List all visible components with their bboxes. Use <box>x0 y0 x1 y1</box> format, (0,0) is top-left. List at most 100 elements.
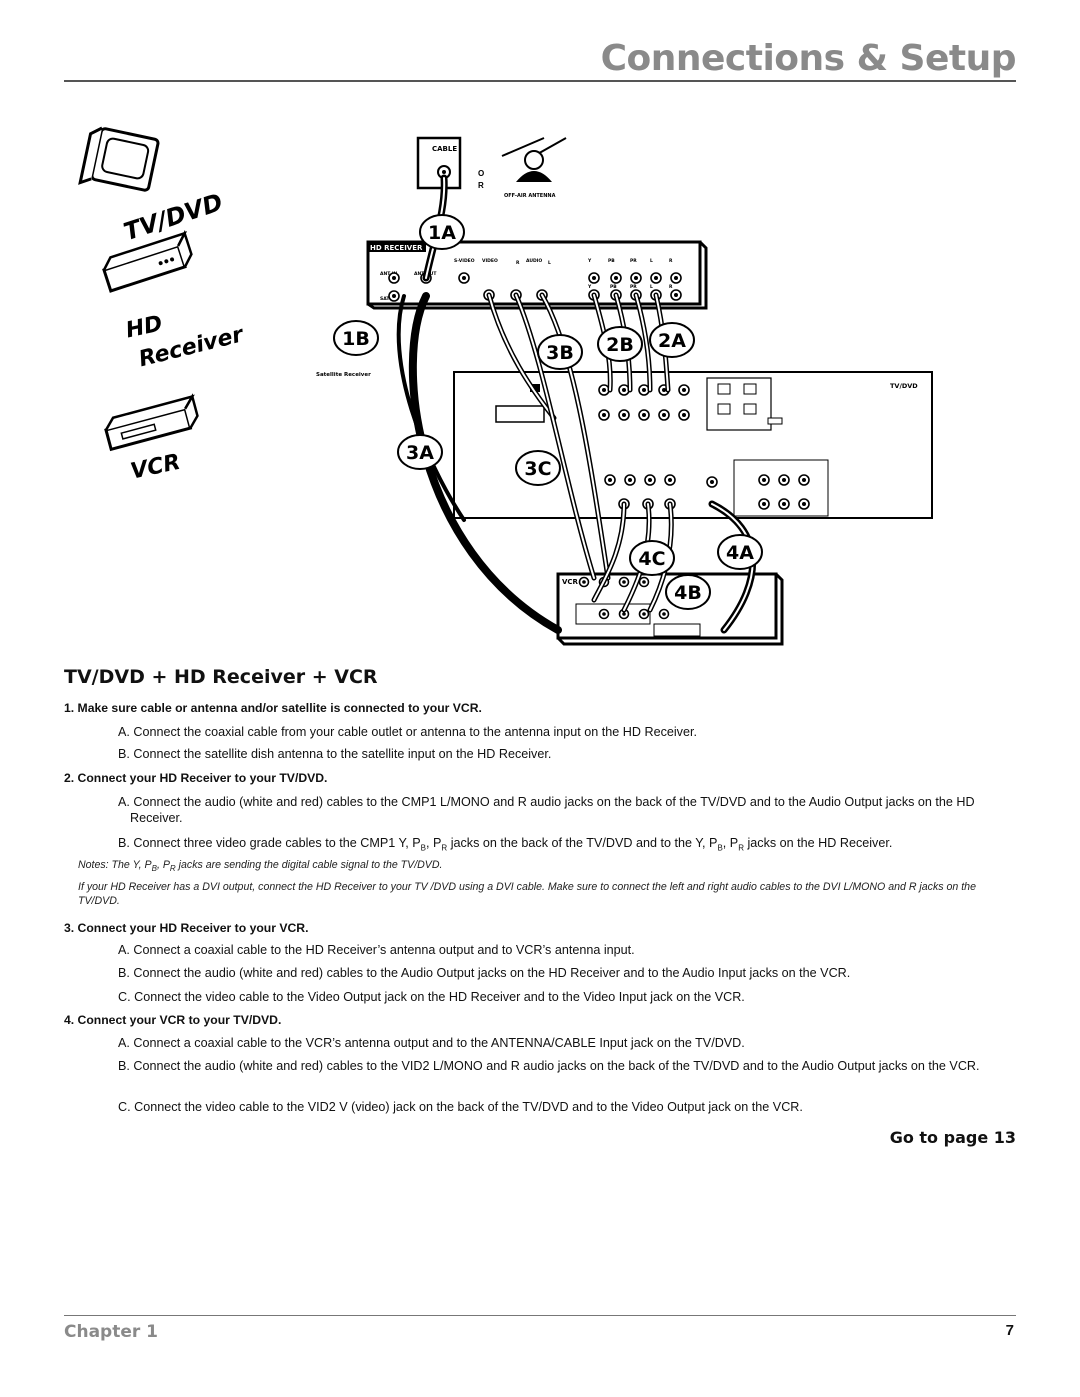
hd-jack-label-17: R <box>669 284 673 290</box>
callout-label: 4B <box>674 582 702 604</box>
hd-jack-7 <box>588 272 600 284</box>
tv-jack-5 <box>598 409 610 421</box>
satellite-label: Satellite Receiver <box>316 372 371 378</box>
vcr-jack-6 <box>638 608 650 620</box>
vcr-jack-4 <box>598 608 610 620</box>
tv-jack-11 <box>624 474 636 486</box>
hd-receiver-panel-label: HD RECEIVER <box>370 244 423 252</box>
tv-jack-12 <box>644 474 656 486</box>
page-title: Connections & Setup <box>600 38 1017 79</box>
callout-2b: 2B <box>597 326 643 362</box>
hd-jack-8 <box>610 272 622 284</box>
vcr-device-label: VCR <box>128 450 182 485</box>
step-1-heading: 1. Make sure cable or antenna and/or sat… <box>64 701 482 715</box>
or-label-r: R <box>478 181 484 190</box>
section-title: TV/DVD + HD Receiver + VCR <box>64 666 378 688</box>
tv-jack-20 <box>798 474 810 486</box>
hd-jack-label-12: R <box>669 258 673 264</box>
tv-jack-19 <box>778 474 790 486</box>
step-4c: C. Connect the video cable to the VID2 V… <box>118 1100 803 1114</box>
hd-jack-9 <box>630 272 642 284</box>
antenna-label: OFF-AIR ANTENNA <box>504 193 556 199</box>
hd-jack-0 <box>388 272 400 284</box>
hd-jack-label-8: Y <box>587 258 592 264</box>
tv-jack-6 <box>618 409 630 421</box>
vcr-jack-2 <box>618 576 630 588</box>
callout-4a: 4A <box>717 534 763 570</box>
hd-jack-10 <box>650 272 662 284</box>
step-2a: A. Connect the audio (white and red) cab… <box>118 795 975 825</box>
callout-4b: 4B <box>665 574 711 610</box>
callout-label: 4C <box>638 548 665 570</box>
hd-jack-16 <box>670 289 682 301</box>
tv-jack-13 <box>664 474 676 486</box>
step-2b: B. Connect three video grade cables to t… <box>118 836 893 853</box>
tv-jack-4 <box>678 384 690 396</box>
hd-jack-label-2: SAT IN <box>380 296 397 302</box>
callout-label: 1B <box>342 328 370 350</box>
note-1: Notes: The Y, PB, PR jacks are sending t… <box>78 859 443 874</box>
vcr-panel-label: VCR <box>562 578 579 586</box>
hd-jack-3 <box>458 272 470 284</box>
footer-divider <box>64 1315 1016 1316</box>
tv-jack-17 <box>706 476 718 488</box>
or-label-o: O <box>478 169 484 178</box>
callout-3c: 3C <box>515 450 561 486</box>
hd-jack-label-3: S-VIDEO <box>454 258 475 264</box>
hd-jack-label-11: L <box>650 258 653 264</box>
hd-jack-label-9: PB <box>608 258 615 264</box>
vcr-jack-0 <box>578 576 590 588</box>
step-3a: A. Connect a coaxial cable to the HD Rec… <box>118 943 635 957</box>
callout-3b: 3B <box>537 334 583 370</box>
tv-jack-22 <box>778 498 790 510</box>
tv-jack-10 <box>604 474 616 486</box>
hd-jack-label-14: PB <box>610 284 617 290</box>
tv-jack-21 <box>758 498 770 510</box>
tvdvd-panel: TV/DVD <box>453 371 933 519</box>
callout-1a: 1A <box>419 214 465 250</box>
vcr-jack-7 <box>658 608 670 620</box>
header-divider <box>64 80 1016 82</box>
tv-jack-2 <box>638 384 650 396</box>
hd-jack-label-16: L <box>650 284 653 290</box>
step-3-heading: 3. Connect your HD Receiver to your VCR. <box>64 921 309 935</box>
hd-jack-label-0: ANT IN <box>380 271 398 277</box>
step-3c: C. Connect the video cable to the Video … <box>118 990 745 1004</box>
tvdvd-panel-label: TV/DVD <box>890 382 918 390</box>
vcr-jack-3 <box>638 576 650 588</box>
hd-jack-label-15: PR <box>630 284 637 290</box>
step-4-heading: 4. Connect your VCR to your TV/DVD. <box>64 1013 282 1027</box>
page-number: 7 <box>1005 1322 1014 1339</box>
hd-jack-label-10: PR <box>630 258 637 264</box>
note-2: If your HD Receiver has a DVI output, co… <box>78 881 976 907</box>
callout-1b: 1B <box>333 320 379 356</box>
callout-2a: 2A <box>649 322 695 358</box>
callout-label: 3A <box>406 442 434 464</box>
step-1b: B. Connect the satellite dish antenna to… <box>118 747 552 761</box>
tv-icon <box>78 126 160 192</box>
tv-jack-23 <box>798 498 810 510</box>
hd-device-label-1: HD <box>124 311 165 343</box>
step-4b: B. Connect the audio (white and red) cab… <box>118 1059 980 1073</box>
callout-bubbles: 1A 1B 2A 2B 3A 3B 3C 4A 4B 4C <box>333 214 763 610</box>
hd-jack-label-6: AUDIO <box>526 258 542 264</box>
callout-4c: 4C <box>629 540 675 576</box>
callout-3a: 3A <box>397 434 443 470</box>
step-2-heading: 2. Connect your HD Receiver to your TV/D… <box>64 771 328 785</box>
hd-receiver-icon <box>102 230 193 293</box>
tv-jack-9 <box>678 409 690 421</box>
tv-jack-8 <box>658 409 670 421</box>
step-3b: B. Connect the audio (white and red) cab… <box>118 966 851 980</box>
callout-label: 1A <box>428 222 456 244</box>
hd-jack-2 <box>388 290 400 302</box>
cable-outlet-label: CABLE <box>432 145 457 153</box>
callout-label: 2A <box>658 330 686 352</box>
callout-label: 3B <box>546 342 574 364</box>
callout-label: 2B <box>606 334 634 356</box>
hd-jack-label-7: L <box>548 260 551 266</box>
step-1a: A. Connect the coaxial cable from your c… <box>118 725 697 739</box>
connection-diagram: TV/DVD HD Receiver VCR CABLE O R OFF-AIR… <box>78 126 933 646</box>
go-to-page-link[interactable]: Go to page 13 <box>889 1128 1016 1147</box>
hd-jack-label-5: R <box>516 260 520 266</box>
tv-jack-18 <box>758 474 770 486</box>
